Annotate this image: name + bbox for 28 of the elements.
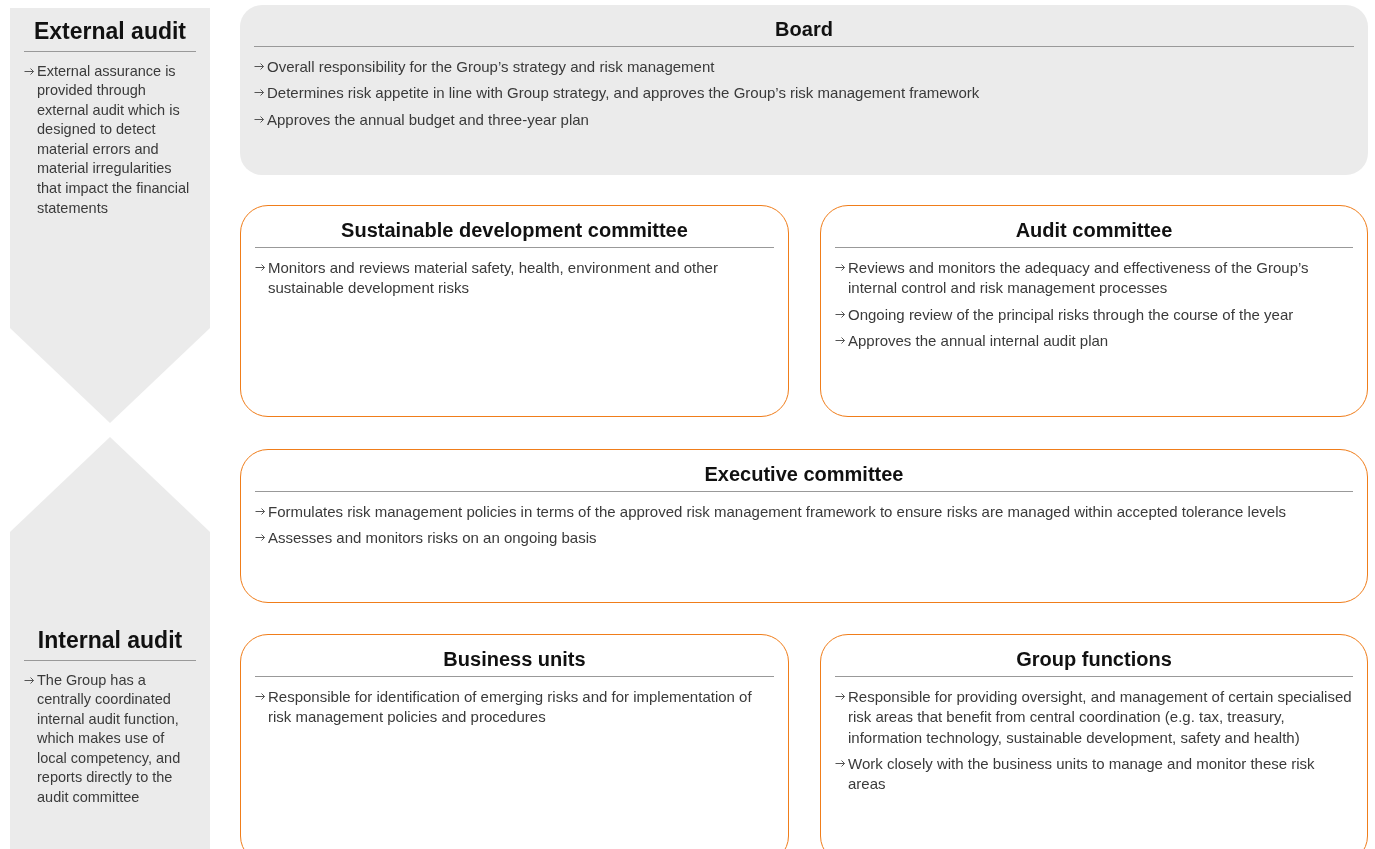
panel-heading: Sustainable development committee: [255, 218, 774, 248]
bullet-text: Approves the annual internal audit plan: [848, 330, 1109, 351]
bullet-text: Assesses and monitors risks on an ongoing basis: [268, 528, 597, 549]
bullet-text: External assurance is provided through external audit which is designed to detect material errors and material irregularities that impact the financial statements: [37, 61, 191, 218]
committee-panel: [240, 5, 1368, 175]
bullet-text: Determines risk appetite in line with Group strategy, and approves the Group’s risk management framework: [267, 83, 980, 104]
bullet-text: Ongoing review of the principal risks through the course of the year: [848, 304, 1294, 325]
chevron-panel: [10, 437, 210, 849]
committee-panel: [240, 449, 1368, 603]
bullet-text: Responsible for providing oversight, and management of certain specialised risk areas that benefit from central coordination (e.g. tax, treasury, information technology, sustainable development, safety and health): [848, 687, 1353, 748]
panel-heading: Board: [254, 17, 1354, 47]
panel-heading: Group functions: [835, 647, 1353, 677]
panel-heading: Audit committee: [835, 218, 1353, 248]
bullet-text: Formulates risk management policies in terms of the approved risk management framework to ensure risks are managed within accepted tolerance levels: [268, 502, 1286, 522]
bullet-text: Reviews and monitors the adequacy and effectiveness of the Group’s internal control and risk management processes: [848, 258, 1310, 299]
bullet-text: Overall responsibility for the Group’s strategy and risk management: [267, 57, 715, 77]
panel-heading: Internal audit: [24, 627, 196, 661]
committee-panel: [240, 205, 789, 417]
bullet-text: Approves the annual budget and three-year plan: [267, 109, 589, 130]
panel-heading: Business units: [255, 647, 774, 677]
panel-heading: Executive committee: [255, 462, 1353, 492]
bullet-text: Work closely with the business units to manage and monitor these risk areas: [848, 753, 1316, 794]
chevron-panel: [10, 8, 210, 423]
panel-heading: External audit: [24, 18, 196, 52]
committee-panel: [820, 205, 1368, 417]
bullet-text: Monitors and reviews material safety, health, environment and other sustainable development risks: [268, 258, 719, 299]
bullet-text: Responsible for identification of emerging risks and for implementation of risk management policies and procedures: [268, 687, 753, 728]
bullet-text: The Group has a centrally coordinated internal audit function, which makes use of local competency, and reports directly to the audit committee: [37, 670, 182, 807]
